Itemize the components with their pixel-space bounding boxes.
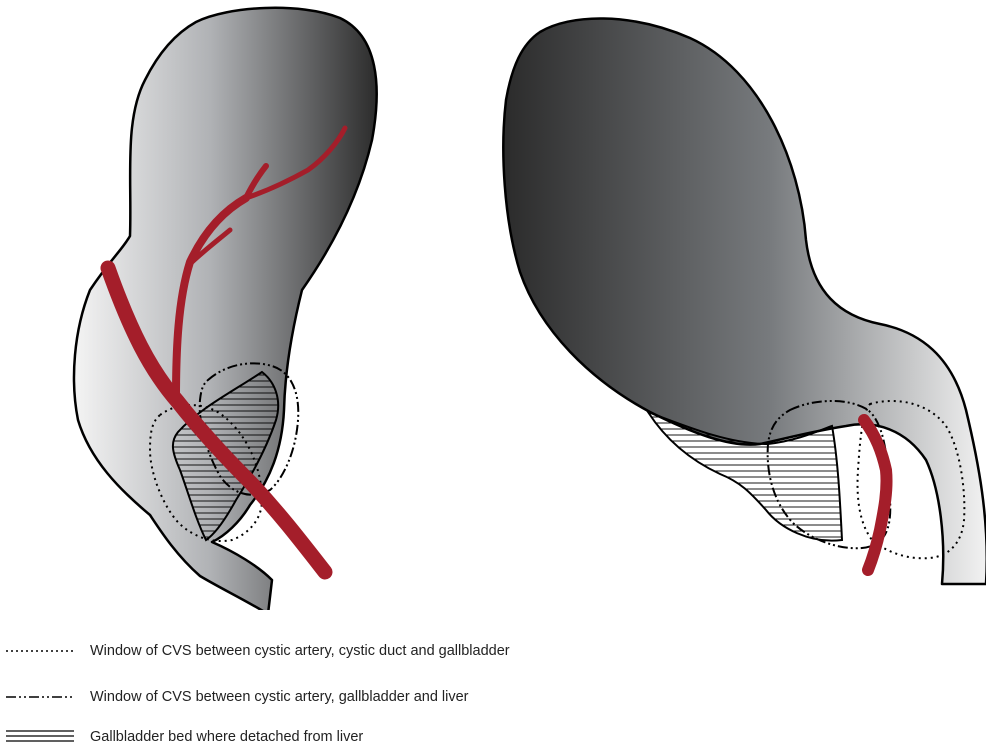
legend-item-hatched: Gallbladder bed where detached from live…	[0, 726, 363, 748]
right-gallbladder	[503, 18, 986, 584]
gallbladder-diagram	[0, 0, 986, 610]
dash-dot-line-swatch	[0, 687, 80, 707]
hatched-lines-swatch	[0, 727, 80, 747]
legend-label-dotted: Window of CVS between cystic artery, cys…	[90, 643, 510, 659]
legend: Window of CVS between cystic artery, cys…	[0, 636, 986, 754]
legend-label-dashdot: Window of CVS between cystic artery, gal…	[90, 689, 469, 705]
legend-label-hatched: Gallbladder bed where detached from live…	[90, 729, 363, 745]
right-gallbladder-body	[503, 18, 986, 584]
dotted-line-swatch	[0, 641, 80, 661]
legend-item-dashdot: Window of CVS between cystic artery, gal…	[0, 686, 469, 708]
legend-item-dotted: Window of CVS between cystic artery, cys…	[0, 640, 510, 662]
left-gallbladder	[74, 8, 377, 610]
